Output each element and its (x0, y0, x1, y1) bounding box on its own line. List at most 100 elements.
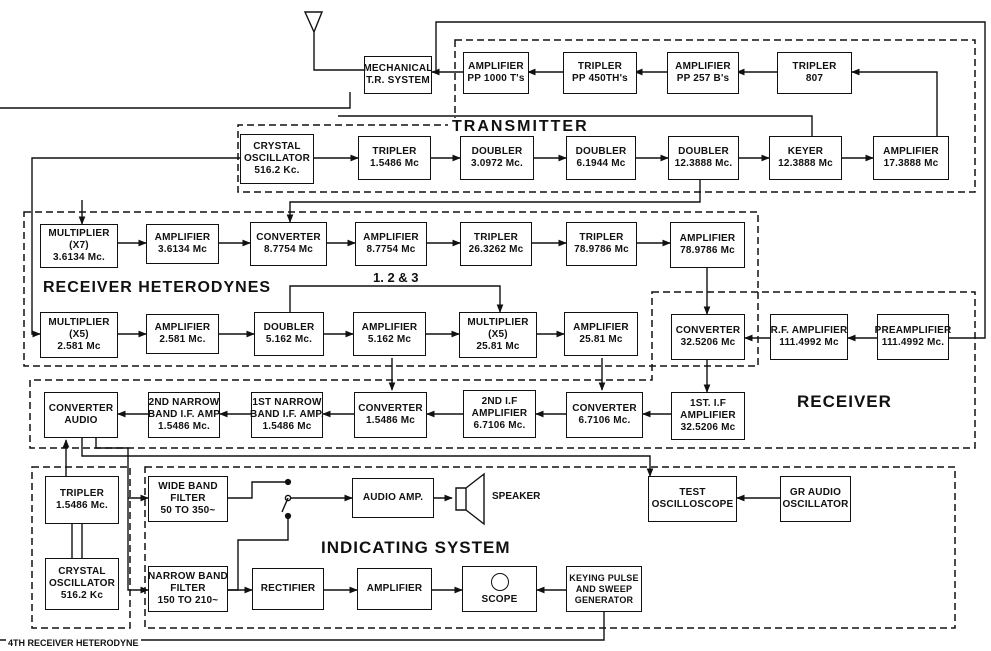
block-line: 3.6134 Mc (157, 244, 208, 255)
block-line: 3.0972 Mc. (470, 158, 524, 169)
block-line: 2.581 Mc (57, 341, 101, 352)
block-line: OSCILLOSCOPE (651, 499, 734, 510)
block-line: 1ST NARROW (252, 397, 322, 408)
audio-amp-block: AUDIO AMP. (352, 478, 434, 518)
fourth-heterodyne-label: 4TH RECEIVER HETERODYNE (6, 638, 141, 648)
block-line: MULTIPLIER (48, 228, 110, 239)
block-line: (X5) (69, 329, 89, 340)
block-line: 6.7106 Mc. (578, 415, 631, 426)
block-line: 25.81 Mc (579, 334, 623, 345)
block-line: AMPLIFIER (154, 322, 211, 333)
block-line: 2ND NARROW (148, 397, 220, 408)
block-line: DOUBLER (471, 146, 523, 157)
block-line: 1.5486 Mc. (157, 421, 211, 432)
receiver-border (29, 291, 976, 449)
block-line: 25.81 Mc (476, 341, 520, 352)
block-line: DOUBLER (575, 146, 627, 157)
block-line: AUDIO AMP. (362, 492, 424, 503)
receiver-title: RECEIVER (794, 392, 895, 412)
block-line: 12.3888 Mc (778, 158, 833, 169)
block-line: R.F. AMPLIFIER (770, 325, 848, 336)
block-line: 1.5486 Mc. (55, 500, 109, 511)
block-line: TRIPLER (473, 232, 519, 243)
block-line: PP 450TH's (572, 73, 628, 84)
block-line: 516.2 Kc (60, 590, 104, 601)
block-line: 5.162 Mc. (265, 334, 313, 345)
block-line: 8.7754 Mc (366, 244, 416, 255)
multiplier-x7-block: MULTIPLIER(X7)3.6134 Mc. (40, 224, 118, 268)
block-line: BAND I.F. AMP (147, 409, 221, 420)
block-line: CONVERTER (572, 403, 637, 414)
block-line: 6.1944 Mc (576, 158, 626, 169)
block-line: PP 1000 T's (467, 73, 525, 84)
block-line: FILTER (170, 493, 206, 504)
block-line: 32.5206 Mc (680, 337, 736, 348)
receiver-heterodynes-title: RECEIVER HETERODYNES (40, 279, 275, 297)
block-line: CRYSTAL (58, 566, 106, 577)
block-line: TRIPLER (579, 232, 624, 243)
block-line: OSCILLATOR (48, 578, 116, 589)
block-line: AMPLIFIER (679, 233, 736, 244)
block-line: AND SWEEP (575, 583, 633, 594)
block-line: FILTER (170, 583, 206, 594)
signal-lines (0, 11, 986, 641)
block-line: CONVERTER (48, 403, 114, 414)
multiplier-x5-block: MULTIPLIER(X5)2.581 Mc (40, 312, 118, 358)
block-line: 1.5486 Mc (365, 415, 416, 426)
transmitter-border (237, 39, 976, 193)
block-line: 1.5486 Mc (262, 421, 312, 432)
block-line: 8.7754 Mc (263, 244, 314, 255)
block-line: KEYER (787, 146, 824, 157)
block-line: SCOPE (481, 593, 518, 605)
block-line: MULTIPLIER (467, 317, 529, 328)
block-line: CRYSTAL (253, 141, 301, 152)
block-line: T.R. SYSTEM (366, 75, 430, 86)
multiplier-x5b-block: MULTIPLIER(X5)25.81 Mc (459, 312, 537, 358)
block-line: RECTIFIER (260, 583, 316, 594)
block-line: 26.3262 Mc (468, 244, 524, 255)
block-line: OSCILLATOR (243, 153, 311, 164)
block-line: 32.5206 Mc (680, 422, 736, 433)
scope-screen-icon (490, 572, 509, 591)
block-line: AMPLIFIER (883, 146, 939, 157)
block-line: (X7) (69, 240, 89, 251)
block-line: TRIPLER (792, 61, 837, 72)
receiver-heterodynes-border (23, 211, 759, 367)
block-line: AMPLIFIER (363, 232, 419, 243)
block-line: 5.162 Mc (367, 334, 412, 345)
block-line: 50 TO 350~ (160, 505, 216, 516)
block-line: AMPLIFIER (468, 61, 524, 72)
heterodyne-taps-label: 1. 2 & 3 (370, 270, 422, 285)
speaker-icon (455, 472, 485, 526)
block-line: PREAMPLIFIER (874, 325, 952, 336)
block-line: AUDIO (64, 415, 98, 426)
antenna-icon (303, 11, 364, 71)
block-line: CONVERTER (256, 232, 321, 243)
block-line: TRIPLER (372, 146, 417, 157)
block-line: TRIPLER (577, 61, 623, 72)
scope-block: SCOPE (462, 566, 537, 612)
block-line: AMPLIFIER (154, 232, 211, 243)
section-borders (23, 39, 976, 629)
block-line: AMPLIFIER (361, 322, 418, 333)
